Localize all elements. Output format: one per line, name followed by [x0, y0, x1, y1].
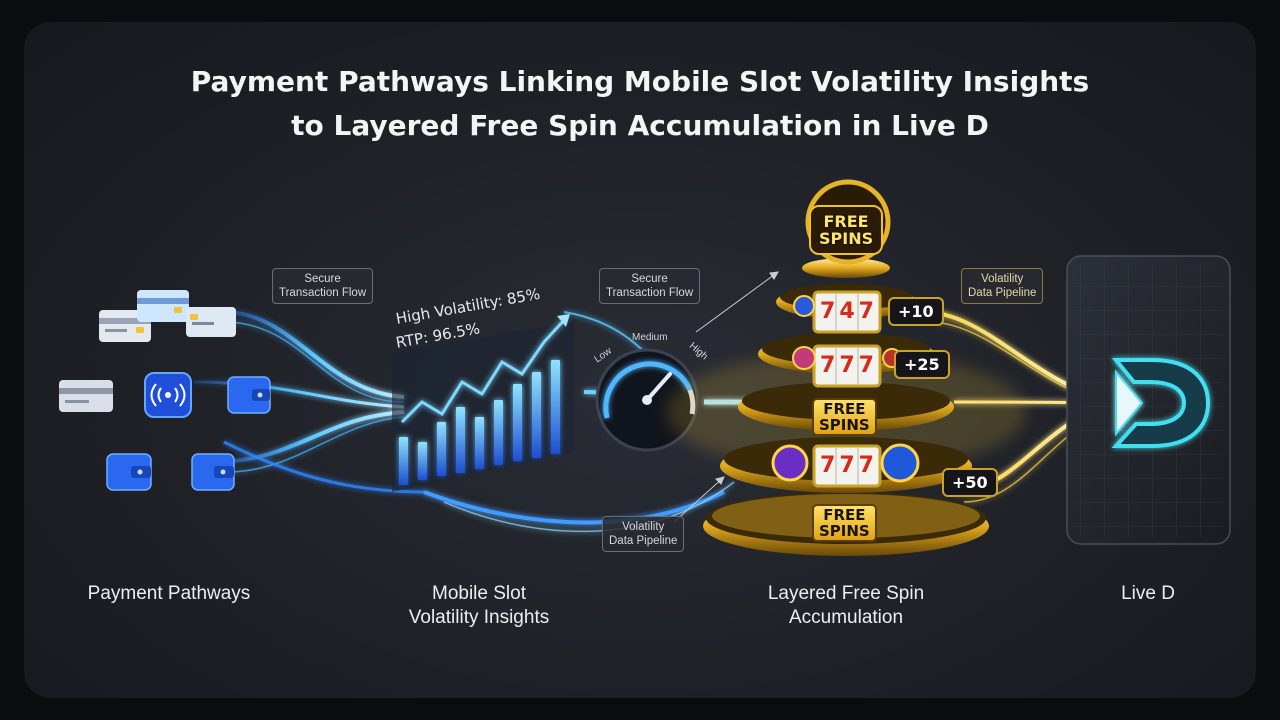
section-label-layered: Layered Free Spin Accumulation [767, 583, 925, 628]
credit-card-icon [59, 380, 113, 412]
diagram-title: Payment Pathways Linking Mobile Slot Vol… [24, 60, 1256, 148]
reel-symbols-2: 777 [820, 353, 878, 378]
casino-chip-icon [771, 295, 920, 483]
chart-bar [437, 422, 446, 476]
reel-symbols-3: 777 [820, 453, 878, 478]
bonus-badge-50: +50 [942, 468, 998, 497]
chart-bar [513, 384, 522, 461]
chart-bar [551, 360, 560, 454]
chart-bar [418, 442, 427, 480]
payment-icons [59, 290, 271, 491]
live-d-logo [1111, 358, 1211, 448]
chart-bar [399, 437, 408, 485]
nfc-icon [144, 372, 192, 418]
bonus-badge-10: +10 [888, 297, 944, 326]
chart-bar [494, 400, 503, 465]
free-spins-base-label: FREE SPINS [812, 504, 877, 542]
free-spins-top-badge: FREE SPINS [809, 205, 884, 255]
slot-reel-icon [812, 290, 882, 334]
credit-card-icon [186, 307, 236, 337]
title-line-2: to Layered Free Spin Accumulation in Liv… [291, 109, 989, 142]
live-d-panel [1066, 255, 1231, 545]
chart-bar [475, 417, 484, 469]
wallet-icon [106, 453, 152, 491]
slot-reel-icon [812, 344, 882, 388]
section-label-mobile: Mobile Slot Volatility Insights [408, 583, 550, 628]
bar-chart-icon [392, 314, 574, 492]
chart-bar [532, 372, 541, 458]
reel-symbols-1: 747 [820, 299, 878, 324]
volatility-pipeline-tag-top: Volatility Data Pipeline [961, 268, 1044, 304]
chart-bar [456, 407, 465, 473]
volatility-pipeline-tag-bottom: Volatility Data Pipeline [602, 516, 685, 552]
slot-reel-icon [812, 444, 882, 488]
wallet-icon [227, 376, 271, 414]
section-label-payment: Payment Pathways [87, 583, 251, 604]
wallet-icon [191, 453, 235, 491]
title-line-1: Payment Pathways Linking Mobile Slot Vol… [190, 65, 1090, 98]
diagram-card: Payment Pathways Linking Mobile Slot Vol… [24, 22, 1256, 698]
secure-transaction-tag-1: Secure Transaction Flow [272, 268, 374, 304]
secure-transaction-tag-2: Secure Transaction Flow [599, 268, 701, 304]
flow-artwork [59, 179, 1231, 556]
bonus-badge-25: +25 [894, 350, 950, 379]
leader-lines [673, 271, 779, 523]
section-label-live: Live D [1121, 583, 1175, 604]
gauge-medium-label: Medium [632, 332, 668, 343]
free-spins-mid-label: FREE SPINS [812, 398, 877, 436]
credit-card-icon [137, 290, 189, 322]
